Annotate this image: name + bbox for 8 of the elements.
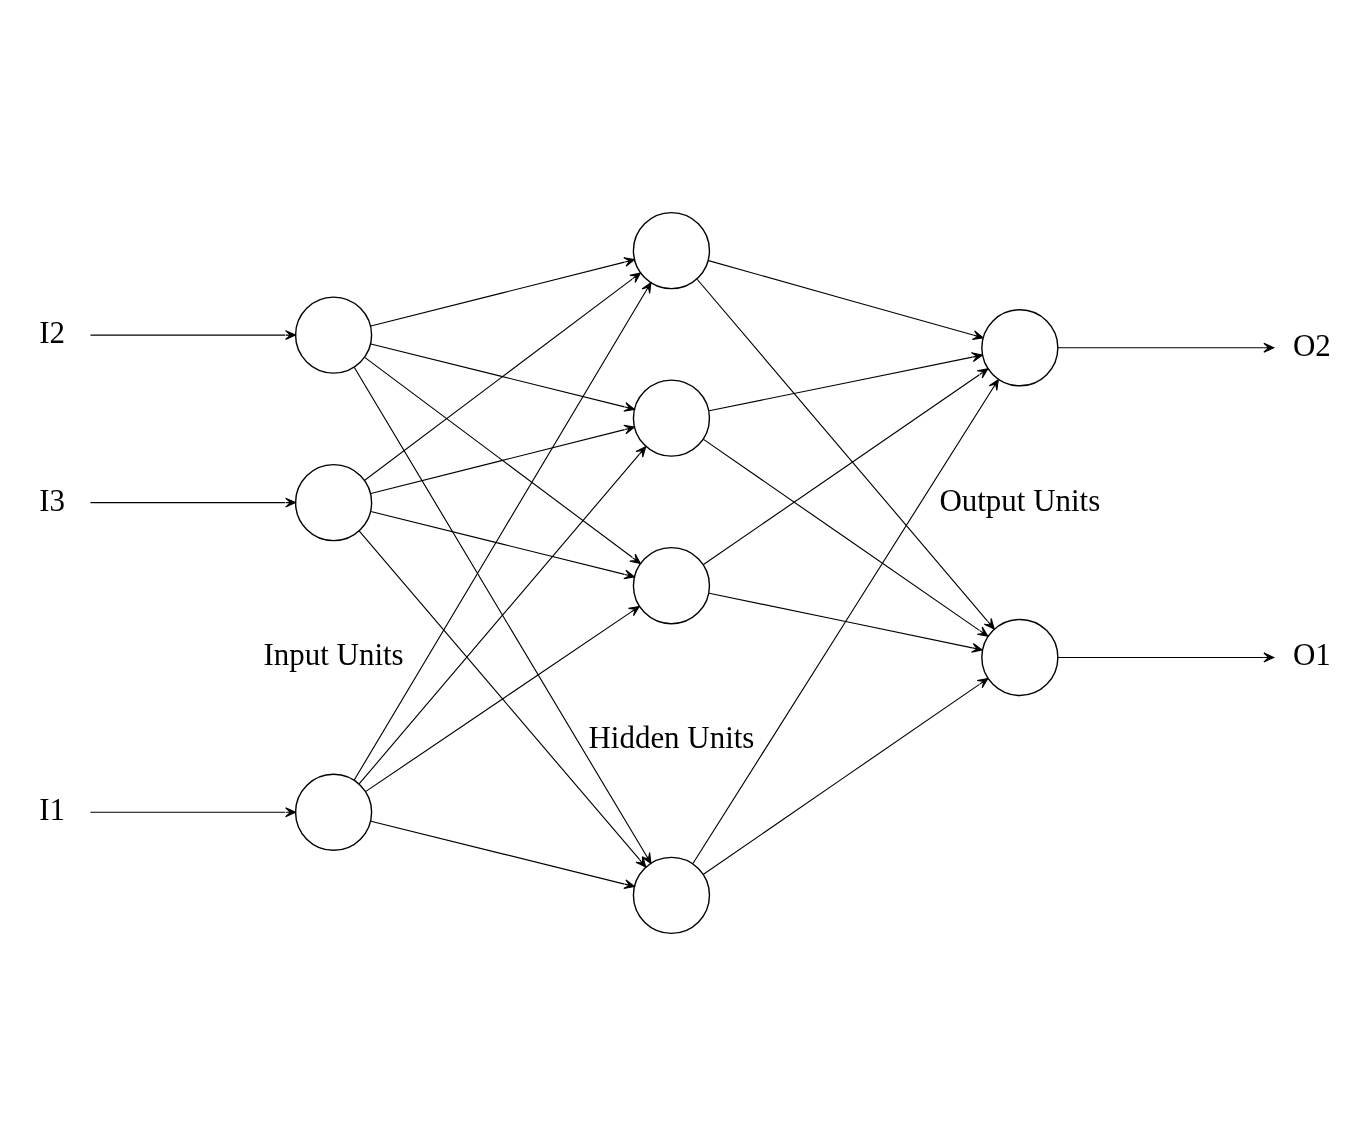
node-text: I3	[39, 482, 65, 517]
label: Input Units	[263, 636, 404, 672]
node-text: I2	[39, 314, 65, 350]
label: Output Units	[939, 482, 1101, 517]
label: Hidden Units	[588, 719, 755, 755]
node-text: O2	[1293, 327, 1331, 363]
node-text: O1	[1293, 636, 1331, 672]
node-text: I1	[39, 791, 65, 827]
